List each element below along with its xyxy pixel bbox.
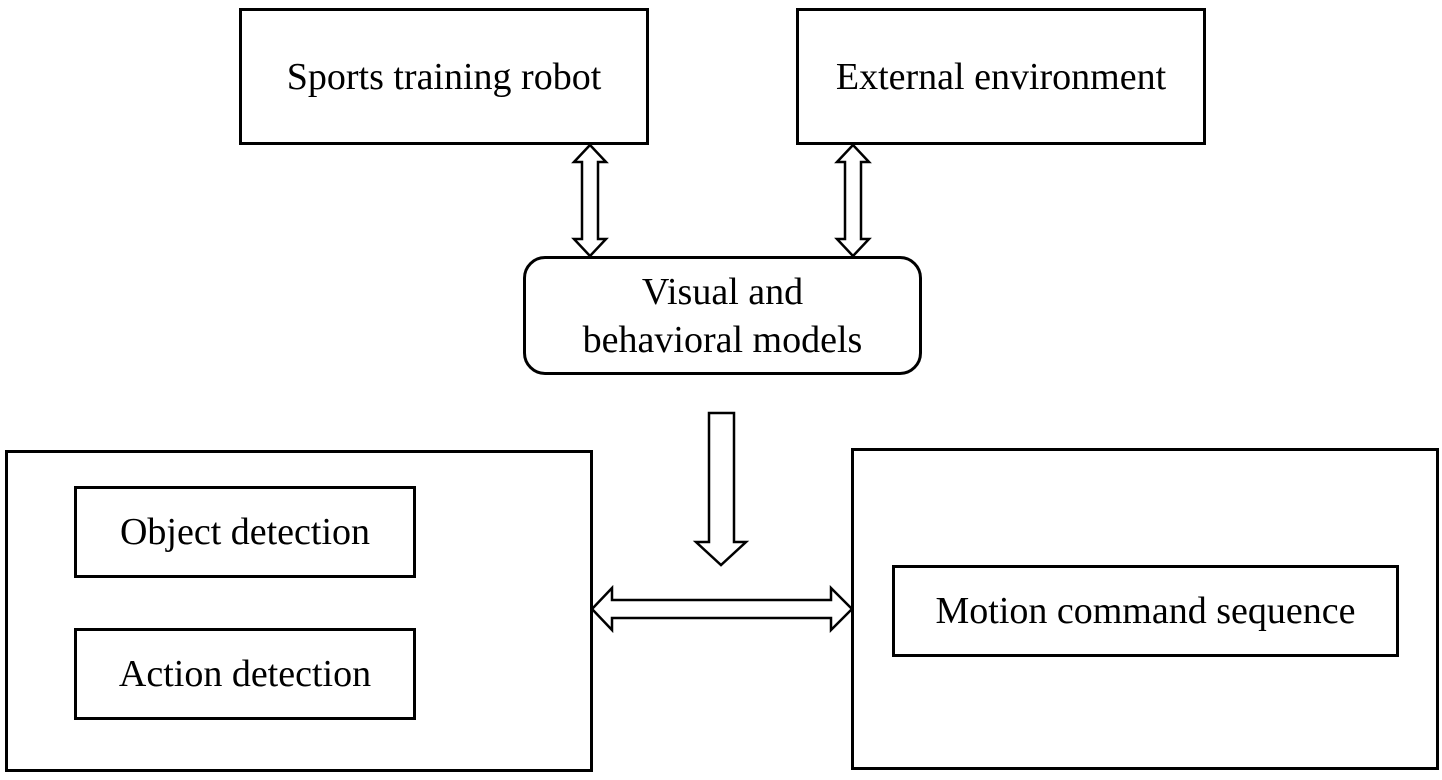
external-environment-box: External environment (796, 8, 1206, 145)
sports-training-robot-label: Sports training robot (286, 55, 602, 98)
robot-models-double-arrow (571, 143, 609, 258)
object-detection-label: Object detection (119, 511, 371, 553)
detection-motion-double-arrow (590, 584, 854, 634)
action-detection-label: Action detection (118, 653, 372, 695)
action-detection-box: Action detection (74, 628, 416, 720)
external-environment-label: External environment (835, 55, 1167, 98)
motion-command-sequence-box: Motion command sequence (892, 565, 1399, 657)
environment-models-double-arrow (834, 143, 872, 258)
sports-training-robot-box: Sports training robot (239, 8, 649, 145)
object-detection-box: Object detection (74, 486, 416, 578)
models-label-line1: Visual and (641, 270, 804, 313)
models-down-arrow (692, 411, 750, 567)
motion-command-sequence-label: Motion command sequence (935, 590, 1356, 632)
models-label-line2: behavioral models (582, 318, 863, 361)
visual-behavioral-models-box: Visual and behavioral models (523, 256, 922, 375)
